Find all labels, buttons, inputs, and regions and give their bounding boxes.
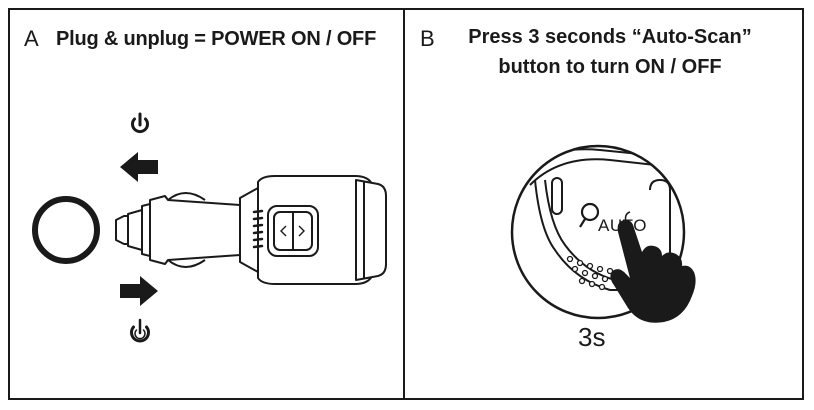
panel-b-letter: B	[420, 26, 435, 51]
panel-a-title: Plug & unplug = POWER ON / OFF	[56, 28, 377, 50]
panel-b-title-line2: button to turn ON / OFF	[498, 56, 722, 78]
zoom-view	[510, 144, 696, 323]
auto-scan-button-label: AUTO	[598, 216, 647, 235]
next-chevron-icon	[298, 225, 305, 237]
power-on-icon	[130, 318, 150, 343]
panel-b-title: Press 3 seconds “Auto-Scan” button to tu…	[440, 22, 780, 82]
panel-b-title-line1: Press 3 seconds “Auto-Scan”	[468, 26, 752, 48]
socket-ring	[32, 196, 100, 264]
search-icon	[579, 202, 600, 228]
diagram-frame	[8, 8, 804, 400]
vent-slits	[252, 209, 264, 249]
arrow-right-icon	[120, 276, 158, 306]
arrow-left-icon	[120, 152, 158, 182]
car-charger	[115, 175, 387, 285]
prev-chevron-icon	[280, 225, 287, 237]
press-duration-label: 3s	[578, 322, 606, 352]
panel-a-letter: A	[24, 26, 39, 51]
power-off-icon	[131, 112, 149, 134]
panel-divider	[403, 8, 405, 400]
pointing-hand-icon	[610, 211, 696, 323]
